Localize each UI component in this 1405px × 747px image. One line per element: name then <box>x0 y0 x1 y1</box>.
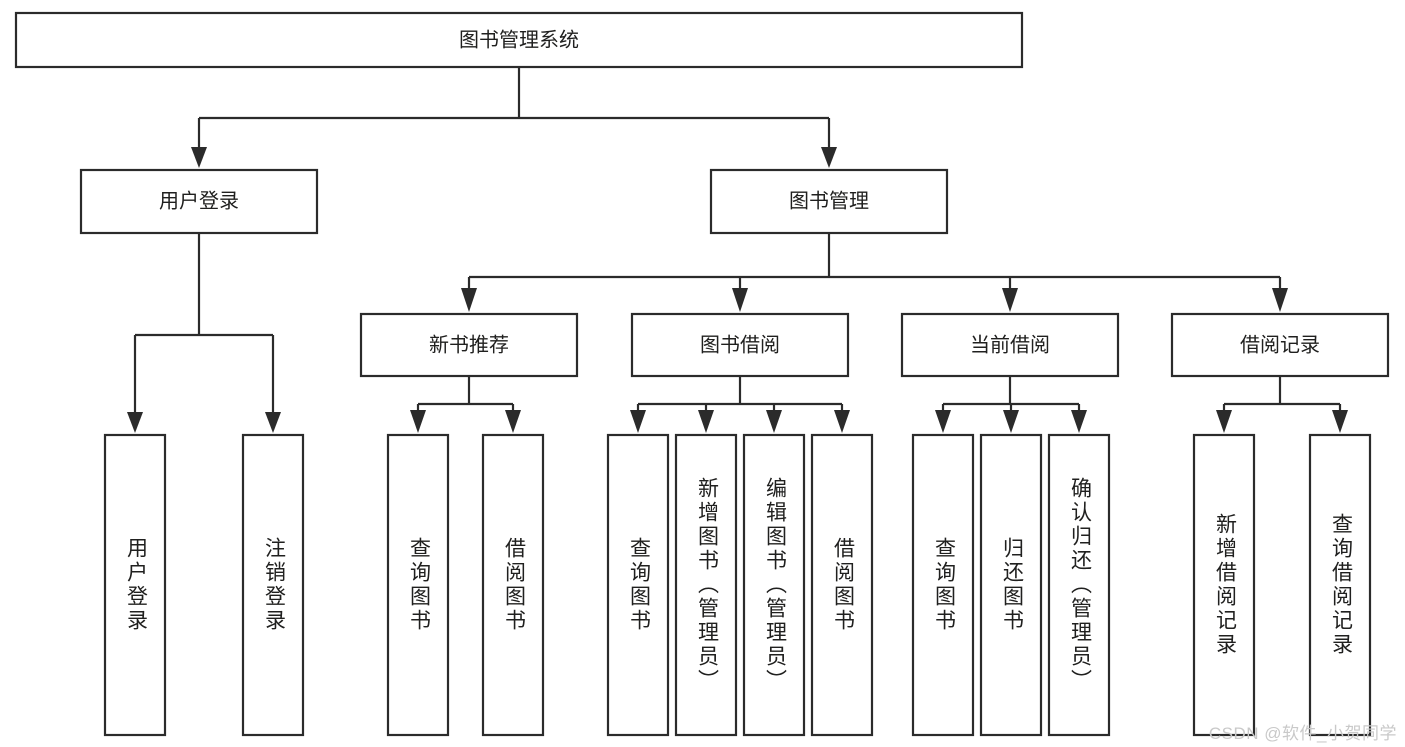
node-book-management[interactable]: 图书管理 <box>709 168 949 235</box>
arrowhead-leaf-logout <box>265 412 281 433</box>
node-borrow-record[interactable]: 借阅记录 <box>1170 312 1390 378</box>
node-root[interactable]: 图书管理系统 <box>14 11 1024 69</box>
node-new-book-recommend-label: 新书推荐 <box>429 333 509 356</box>
leaf-bb-borrow-book[interactable]: 借阅图书 <box>810 433 874 737</box>
leaf-br-add-record-box[interactable] <box>1192 433 1256 737</box>
arrowhead-bb-leaf-3 <box>766 410 782 433</box>
arrowhead-borrow-record <box>1272 288 1288 312</box>
leaf-bb-add-book-admin-box[interactable] <box>674 433 738 737</box>
node-user-login-box[interactable] <box>79 168 319 235</box>
arrowhead-br-leaf-1 <box>1216 410 1232 433</box>
leaf-cb-return-book[interactable]: 归还图书 <box>979 433 1043 737</box>
node-current-borrow-box[interactable] <box>900 312 1120 378</box>
node-user-login[interactable]: 用户登录 <box>79 168 319 235</box>
leaf-br-query-record[interactable]: 查询借阅记录 <box>1308 433 1372 737</box>
arrowhead-leaf-user-login <box>127 412 143 433</box>
arrowhead-nbr-leaf-2 <box>505 410 521 433</box>
arrowhead-user-login <box>191 147 207 168</box>
node-book-borrow[interactable]: 图书借阅 <box>630 312 850 378</box>
arrowhead-bb-leaf-1 <box>630 410 646 433</box>
leaf-bb-query-book-label: 查询图书 <box>627 537 651 633</box>
arrowhead-cb-leaf-3 <box>1071 410 1087 433</box>
leaf-bb-add-book-admin-label: 新增图书（管理员） <box>695 477 719 693</box>
arrowhead-new-book-rec <box>461 288 477 312</box>
leaf-bb-add-book-admin[interactable]: 新增图书（管理员） <box>674 433 738 737</box>
connectors-layer <box>127 67 1348 433</box>
leaf-cb-confirm-return-admin-box[interactable] <box>1047 433 1111 737</box>
leaf-bb-edit-book-admin[interactable]: 编辑图书（管理员） <box>742 433 806 737</box>
leaf-nbr-borrow-book[interactable]: 借阅图书 <box>481 433 545 737</box>
arrowhead-book-borrow <box>732 288 748 312</box>
leaf-bb-edit-book-admin-label: 编辑图书（管理员） <box>763 477 787 693</box>
arrowhead-cb-leaf-2 <box>1003 410 1019 433</box>
leaf-br-query-record-label: 查询借阅记录 <box>1329 513 1353 657</box>
leaf-logout-label: 注销登录 <box>262 537 286 633</box>
node-book-management-box[interactable] <box>709 168 949 235</box>
leaf-nbr-query-book-box[interactable] <box>386 433 450 737</box>
leaf-br-add-record[interactable]: 新增借阅记录 <box>1192 433 1256 737</box>
leaf-logout[interactable]: 注销登录 <box>241 433 305 737</box>
node-root-box[interactable] <box>14 11 1024 69</box>
leaf-cb-query-book[interactable]: 查询图书 <box>911 433 975 737</box>
arrowhead-nbr-leaf-1 <box>410 410 426 433</box>
leaf-bb-query-book-box[interactable] <box>606 433 670 737</box>
leaf-cb-confirm-return-admin-label: 确认归还（管理员） <box>1068 477 1092 693</box>
leaf-user-login-label: 用户登录 <box>124 537 148 633</box>
leaf-nbr-query-book[interactable]: 查询图书 <box>386 433 450 737</box>
leaf-cb-query-book-label: 查询图书 <box>932 537 956 633</box>
leaf-br-add-record-label: 新增借阅记录 <box>1213 513 1237 657</box>
node-root-label: 图书管理系统 <box>459 28 579 51</box>
leaf-nbr-borrow-book-box[interactable] <box>481 433 545 737</box>
leaf-user-login[interactable]: 用户登录 <box>103 433 167 737</box>
node-current-borrow-label: 当前借阅 <box>970 333 1050 356</box>
leaf-br-query-record-box[interactable] <box>1308 433 1372 737</box>
leaf-user-login-box[interactable] <box>103 433 167 737</box>
leaf-bb-borrow-book-box[interactable] <box>810 433 874 737</box>
leaf-logout-box[interactable] <box>241 433 305 737</box>
node-book-management-label: 图书管理 <box>789 189 869 212</box>
node-borrow-record-label: 借阅记录 <box>1240 333 1320 356</box>
node-book-borrow-label: 图书借阅 <box>700 333 780 356</box>
arrowhead-book-mgmt <box>821 147 837 168</box>
node-borrow-record-box[interactable] <box>1170 312 1390 378</box>
arrowhead-cb-leaf-1 <box>935 410 951 433</box>
node-new-book-recommend-box[interactable] <box>359 312 579 378</box>
node-new-book-recommend[interactable]: 新书推荐 <box>359 312 579 378</box>
arrowhead-br-leaf-2 <box>1332 410 1348 433</box>
arrowhead-bb-leaf-4 <box>834 410 850 433</box>
node-current-borrow[interactable]: 当前借阅 <box>900 312 1120 378</box>
leaf-nbr-borrow-book-label: 借阅图书 <box>502 537 526 633</box>
leaf-cb-return-book-label: 归还图书 <box>1000 537 1024 633</box>
node-user-login-label: 用户登录 <box>159 189 239 212</box>
arrowhead-current-borrow <box>1002 288 1018 312</box>
leaf-cb-confirm-return-admin[interactable]: 确认归还（管理员） <box>1047 433 1111 737</box>
leaf-nbr-query-book-label: 查询图书 <box>407 537 431 633</box>
leaf-cb-return-book-box[interactable] <box>979 433 1043 737</box>
arrowhead-bb-leaf-2 <box>698 410 714 433</box>
leaf-bb-borrow-book-label: 借阅图书 <box>831 537 855 633</box>
leaf-bb-edit-book-admin-box[interactable] <box>742 433 806 737</box>
node-book-borrow-box[interactable] <box>630 312 850 378</box>
leaf-cb-query-book-box[interactable] <box>911 433 975 737</box>
leaf-bb-query-book[interactable]: 查询图书 <box>606 433 670 737</box>
